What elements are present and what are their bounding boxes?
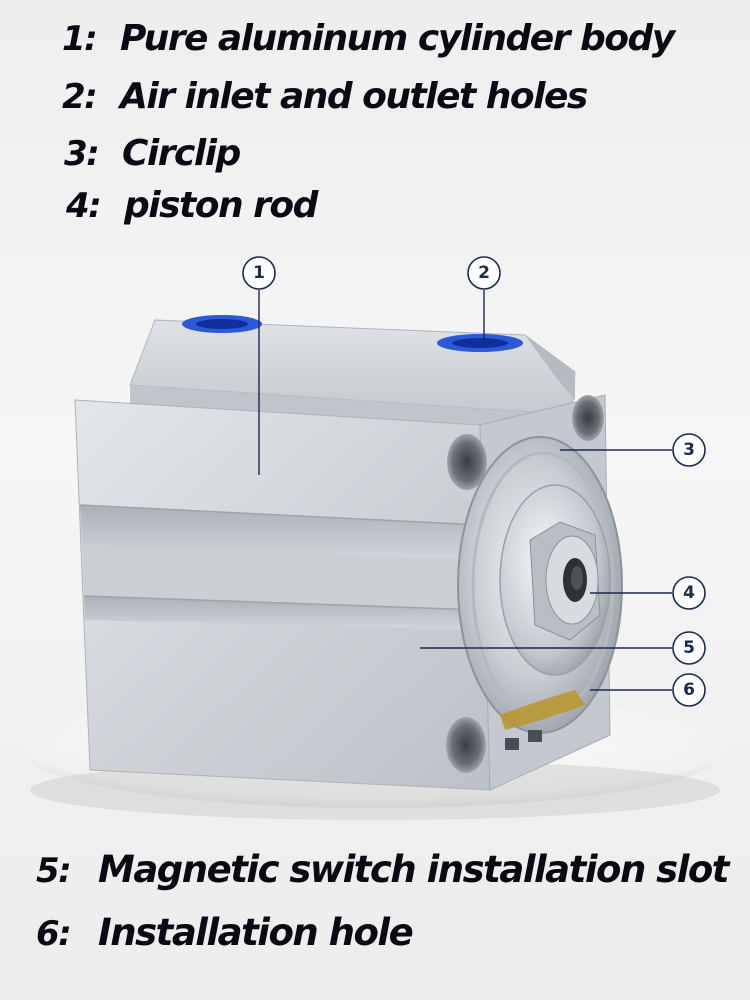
svg-text:1: 1 — [253, 263, 265, 283]
label-6: 6: Installation hole — [36, 911, 414, 954]
label-5-number: 5: — [36, 851, 72, 891]
label-1-text: Pure aluminum cylinder body — [120, 18, 675, 59]
installation-hole-top-right — [572, 395, 604, 441]
label-2-text: Air inlet and outlet holes — [120, 76, 588, 117]
label-5-text: Magnetic switch installation slot — [98, 848, 729, 891]
callout-4: 4 — [672, 576, 706, 610]
label-4: 4: piston rod — [66, 185, 318, 226]
label-5: 5: Magnetic switch installation slot — [36, 848, 729, 891]
label-3-number: 3: — [64, 134, 100, 174]
svg-text:2: 2 — [478, 263, 490, 283]
svg-text:4: 4 — [683, 583, 695, 603]
air-port-inlet — [182, 315, 262, 333]
label-1: 1: Pure aluminum cylinder body — [62, 18, 675, 59]
label-1-number: 1: — [62, 19, 98, 59]
label-2: 2: Air inlet and outlet holes — [62, 76, 588, 117]
callout-6: 6 — [672, 673, 706, 707]
piston-rod — [529, 521, 601, 641]
svg-text:3: 3 — [683, 440, 695, 460]
label-4-text: piston rod — [124, 185, 318, 226]
installation-hole-top-left — [447, 434, 487, 490]
installation-hole-bottom-left — [446, 717, 486, 773]
callout-2: 2 — [467, 256, 501, 290]
callout-5: 5 — [672, 631, 706, 665]
label-6-number: 6: — [36, 914, 72, 954]
label-6-text: Installation hole — [98, 911, 414, 954]
label-2-number: 2: — [62, 77, 98, 117]
svg-text:5: 5 — [683, 638, 695, 658]
callout-3: 3 — [672, 433, 706, 467]
label-3: 3: Circlip — [64, 133, 241, 174]
air-port-outlet — [437, 334, 523, 352]
label-3-text: Circlip — [122, 133, 241, 174]
callout-1: 1 — [242, 256, 276, 290]
label-4-number: 4: — [66, 186, 102, 226]
svg-text:6: 6 — [683, 680, 695, 700]
